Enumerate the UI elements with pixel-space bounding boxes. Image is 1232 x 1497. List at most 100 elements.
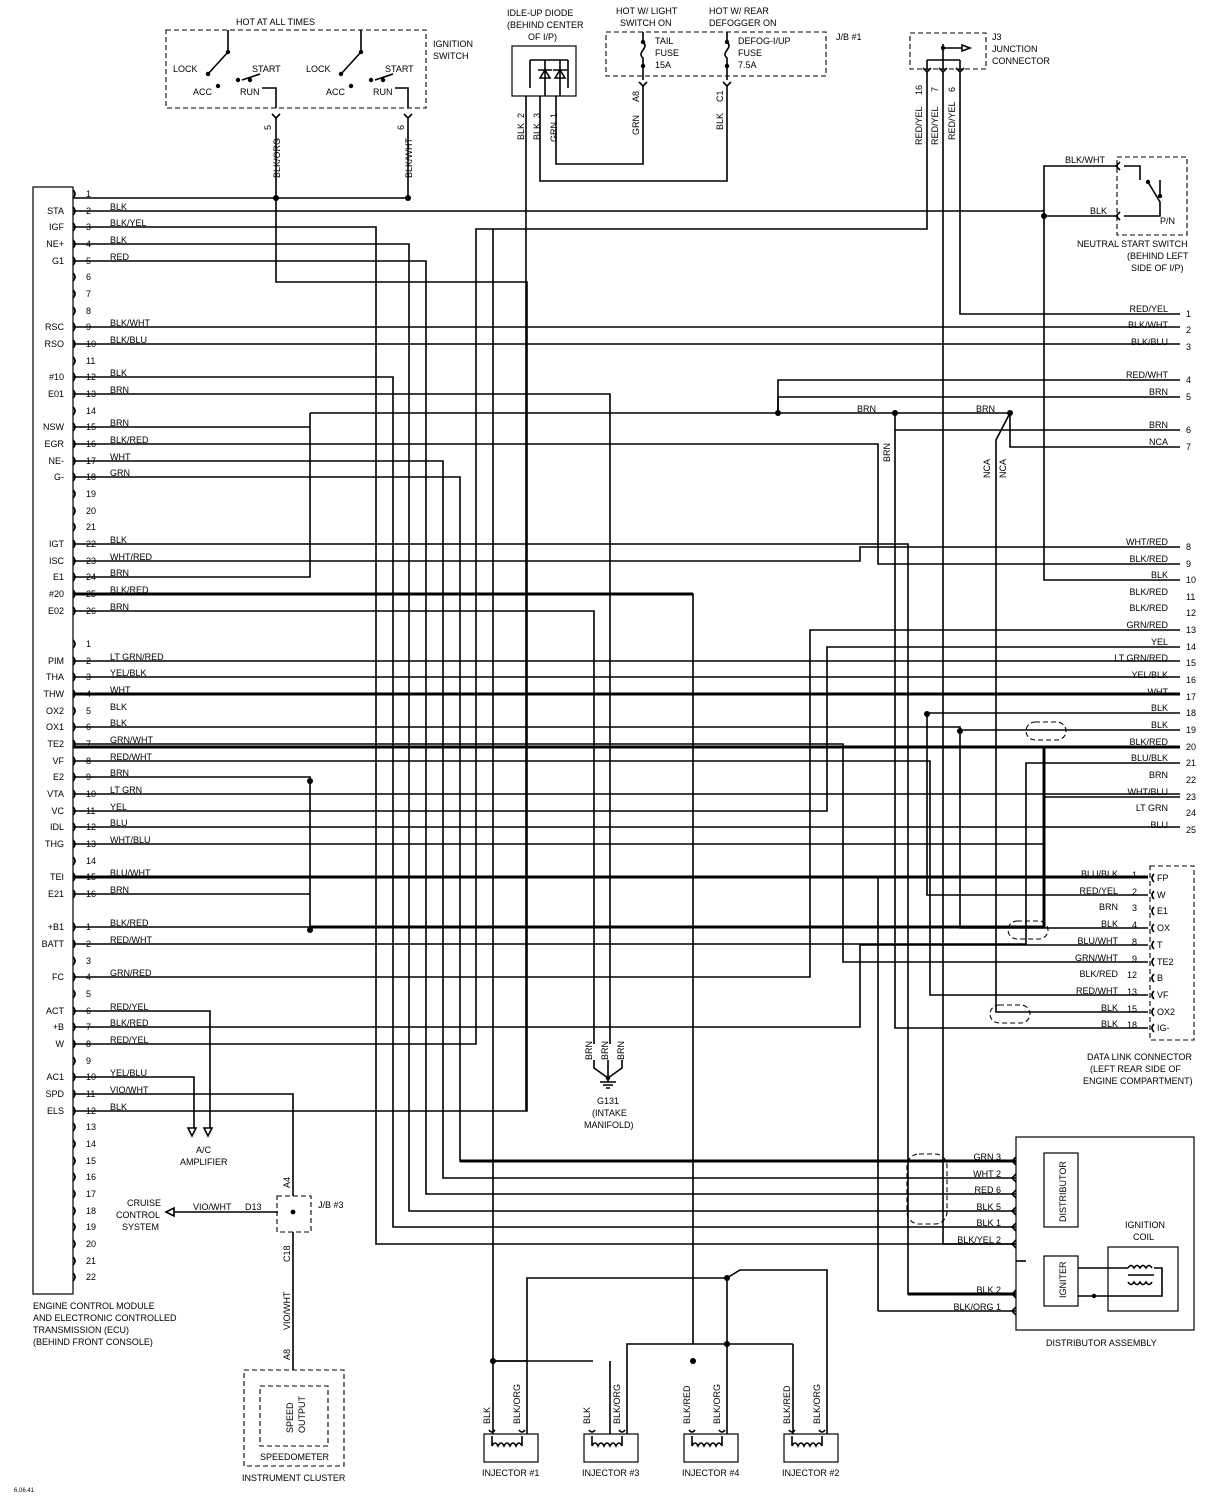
ecm-wire-color: BLK [110, 535, 127, 545]
right-wire-color: NCA [1149, 437, 1168, 447]
ecm-wire-color: WHT/RED [110, 552, 152, 562]
ig-blk-org-label: BLK/ORG [272, 138, 282, 178]
wire-bold [310, 747, 1046, 929]
dlc-wire-color: BLK [1101, 1019, 1118, 1029]
jb3-label: J/B #3 [318, 1200, 344, 1210]
wire [73, 543, 1016, 1295]
wire [539, 86, 728, 182]
ecm-wire-color: BLK [110, 1102, 127, 1112]
nca-label-2: NCA [998, 459, 1008, 478]
right-pin-number: 25 [1186, 825, 1196, 835]
splice-dot [1041, 213, 1047, 219]
wire [526, 1277, 727, 1361]
dlc-pin-number: 13 [1127, 987, 1137, 997]
ecm-pin-name: THW [44, 689, 65, 699]
ecm-pin-name: G- [54, 472, 64, 482]
ecm-pin: 22 [72, 1272, 96, 1282]
right-wire-color: BLK [1151, 570, 1168, 580]
wire [73, 629, 1180, 978]
ecm-pin-number: 18 [86, 1206, 96, 1216]
ground-wire-3: BRN [616, 1041, 626, 1060]
wire-harness [73, 72, 1180, 1434]
dlc-wire-color: BLU/WHT [1078, 936, 1119, 946]
a4-label: A4 [282, 1177, 292, 1188]
ecm-wire-color: LT GRN/RED [110, 652, 164, 662]
ecm-pin-number: 5 [86, 706, 91, 716]
wire [73, 593, 694, 1344]
wire [73, 1093, 294, 1196]
right-pin-number: 14 [1186, 642, 1196, 652]
dlc-wire-color: RED/YEL [1079, 886, 1118, 896]
right-wire-color: BLU [1150, 820, 1168, 830]
ecm-pin-name: E02 [48, 606, 64, 616]
right-pin-number: 13 [1186, 625, 1196, 635]
right-pin-number: 9 [1186, 559, 1191, 569]
wire [877, 877, 1016, 1312]
right-wire-color: GRN/RED [1126, 620, 1168, 630]
injector-wire-1: BLK [482, 1407, 492, 1424]
splice-dot [307, 927, 313, 933]
wire [73, 165, 1118, 212]
dlc-pin-name: IG- [1157, 1023, 1170, 1033]
wire [73, 1076, 195, 1128]
right-pin-number: 1 [1186, 309, 1191, 319]
ecm-wire-color: BLU/WHT [110, 868, 151, 878]
ecm-wire-color: BRN [110, 418, 129, 428]
ecm-pin: 7 [72, 289, 91, 299]
splice-dot [775, 410, 781, 416]
ecm-pin: 21 [72, 522, 96, 532]
right-wire-color: RED/WHT [1126, 370, 1168, 380]
ecm-pin-number: 14 [86, 856, 96, 866]
ecm-pin: 21 [72, 1256, 96, 1266]
ecm-pin-number: 14 [86, 406, 96, 416]
wire [995, 412, 1148, 1013]
ground-wire-2: BRN [600, 1041, 610, 1060]
tail-fuse-label-1: TAIL [655, 36, 673, 46]
ecm-wire-color: RED/WHT [110, 752, 152, 762]
ecm-wire-color: BRN [110, 602, 129, 612]
idle-up-diode-label-2: (BEHIND CENTER [507, 20, 584, 30]
ecm-pin-name: RSO [44, 339, 64, 349]
speed-output-label-2: OUTPUT [297, 1396, 307, 1434]
j3-label-3: CONNECTOR [992, 56, 1050, 66]
ground-g131: BRN BRN BRN G131 (INTAKE MANIFOLD) [584, 1041, 634, 1130]
ecm-wire-color: BLK [110, 702, 127, 712]
ecm-pin-name: AC1 [46, 1072, 64, 1082]
dlc-pin-number: 4 [1132, 920, 1137, 930]
ecm-wire-color: WHT [110, 685, 131, 695]
right-wire-color: BRN [1149, 387, 1168, 397]
ecm-pin-number: 5 [86, 989, 91, 999]
wire [942, 72, 1016, 1245]
ecm-pin-name: OX1 [46, 722, 64, 732]
dlc-pin-name: W [1157, 890, 1166, 900]
right-pin: GRN/RED 13 [1126, 620, 1196, 635]
ecm-pin-name: VC [51, 806, 64, 816]
ecm-pin: 11 [72, 356, 95, 366]
hot-light-label-1: HOT W/ LIGHT [616, 6, 678, 16]
ecm-pin-number: 14 [86, 1139, 96, 1149]
diode-pin-2: 3 [532, 113, 542, 118]
ecm-pin-name: #10 [49, 372, 64, 382]
switch-start-label-1: START [252, 64, 281, 74]
